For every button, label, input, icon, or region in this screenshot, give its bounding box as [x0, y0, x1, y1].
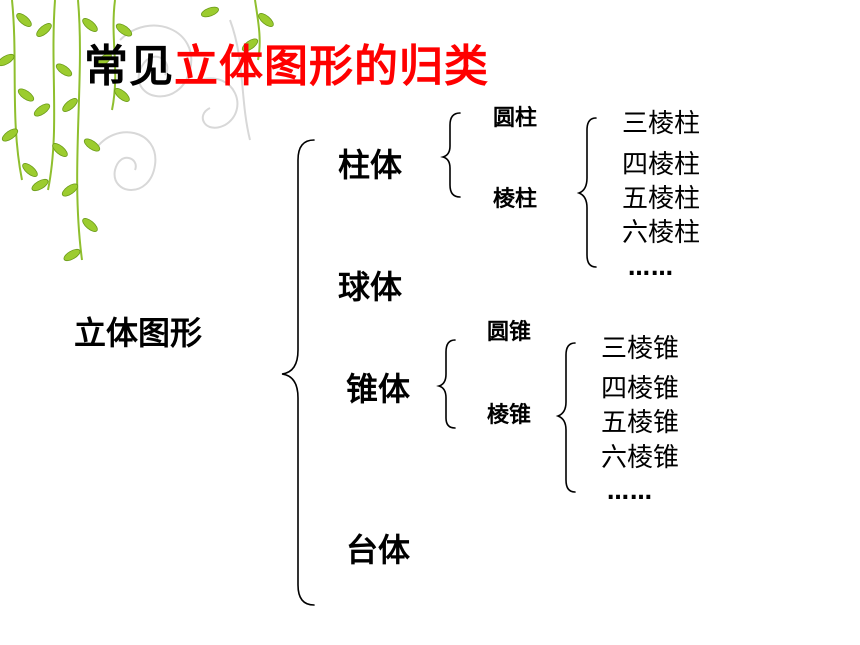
category-zhuiti: 锥体 — [346, 370, 411, 408]
sub-yuanzhui: 圆锥 — [487, 320, 532, 345]
leaf-icon — [61, 183, 79, 197]
list-item: 五棱柱 — [622, 184, 701, 214]
list-item: 六棱锥 — [601, 443, 680, 473]
root-label: 立体图形 — [74, 314, 203, 352]
list-item: 五棱锥 — [601, 408, 680, 438]
zhui-brace — [436, 339, 456, 429]
category-zhuti: 柱体 — [338, 146, 403, 184]
list-item: 四棱锥 — [601, 374, 680, 404]
swirl-ornament — [199, 77, 239, 129]
swirl-ornament — [229, 19, 251, 141]
lengzhu-brace — [576, 117, 597, 268]
leaf-icon — [114, 88, 130, 102]
list-item: 三棱锥 — [601, 334, 680, 364]
vine-stem — [254, 0, 261, 61]
leaf-icon — [0, 53, 15, 67]
leaf-icon — [33, 103, 51, 117]
category-qiuti: 球体 — [338, 268, 403, 306]
leaf-icon — [82, 18, 98, 32]
list-ellipsis: …… — [607, 480, 653, 505]
leaf-icon — [17, 88, 35, 102]
leaf-icon — [82, 218, 98, 232]
vine-stem — [111, 0, 117, 111]
vine-stem — [47, 0, 56, 191]
leaf-icon — [96, 53, 112, 67]
list-item: 六棱柱 — [622, 218, 701, 248]
leaf-icon — [31, 178, 49, 192]
leaf-icon — [16, 13, 32, 27]
leaf-icon — [201, 6, 219, 18]
leaf-icon — [241, 38, 259, 52]
leaf-icon — [62, 98, 78, 112]
leaf-icon — [22, 163, 38, 177]
vine-stem — [11, 0, 23, 181]
sub-yuanzhu: 圆柱 — [493, 106, 538, 131]
list-ellipsis: …… — [628, 256, 674, 281]
vine-stem — [76, 0, 83, 261]
leaf-icon — [1, 128, 19, 142]
list-item: 四棱柱 — [622, 150, 701, 180]
category-taiti: 台体 — [346, 531, 411, 569]
sub-lengzhu: 棱柱 — [493, 187, 538, 212]
zhu-brace — [440, 112, 461, 198]
sub-lengzhui: 棱锥 — [487, 403, 532, 428]
list-item: 三棱柱 — [622, 109, 701, 139]
swirl-ornament — [94, 131, 157, 191]
main-brace — [281, 139, 315, 606]
lengzhui-brace — [555, 342, 576, 493]
page-title: 常见立体图形的归类 — [84, 30, 489, 94]
leaf-icon — [115, 23, 133, 37]
leaf-icon — [36, 23, 52, 37]
title-red: 立体图形的归类 — [174, 41, 489, 92]
title-black: 常见 — [84, 41, 174, 92]
leaf-icon — [63, 248, 81, 262]
leaf-icon — [55, 63, 73, 77]
leaf-icon — [258, 13, 274, 27]
swirl-ornament — [119, 24, 193, 98]
leaf-icon — [52, 143, 68, 157]
leaf-icon — [83, 138, 101, 152]
